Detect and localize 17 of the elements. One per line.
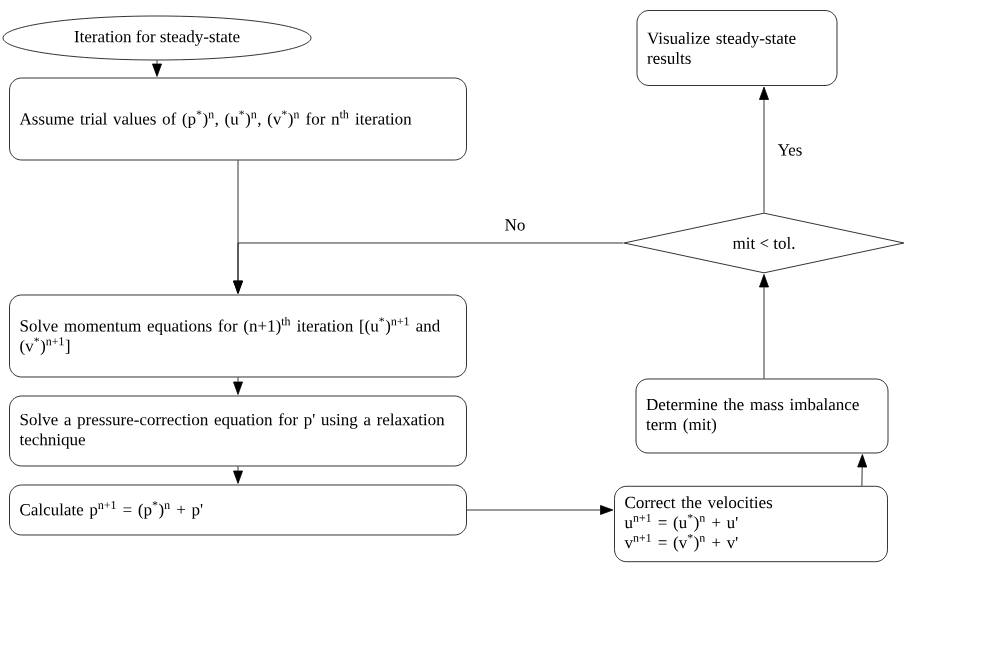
process-box: Solve a pressure-correction equation for p' using a relaxation technique <box>9 395 467 467</box>
arrow <box>233 242 624 294</box>
arrow <box>759 274 769 379</box>
process-box: Determine the mass imbalance term (mit) <box>635 378 889 454</box>
arrow <box>466 505 614 515</box>
process-box: Calculate p$^{n+1}$ = (p$^{*}$)$^{n}$ + p' <box>9 484 467 536</box>
process-box: Assume trial values of (p$^{*}$)$^{n}$, (u$^{*}$)$^{n}$, (v$^{*}$)$^{n}$ for n$^{th}$ iteration <box>9 77 467 161</box>
edge-label: Yes <box>775 142 805 158</box>
process-box: Correct the velocities u$^{n+1}$ = (u$^{*}$)$^{n}$ + u' v$^{n+1}$ = (v$^{*}$)$^{n}$ + v' <box>614 485 888 563</box>
arrow <box>857 454 868 487</box>
arrow <box>759 86 769 213</box>
process-box: Solve momentum equations for (n+1)$^{th}$ iteration [(u$^{*}$)$^{n+1}$ and (v$^{*}$)$^{n+1}$] <box>9 294 467 378</box>
edge-label: No <box>502 217 528 233</box>
arrow <box>152 60 162 77</box>
arrow <box>233 377 243 395</box>
arrow <box>233 466 243 484</box>
process-box: Visualize steady-state results <box>636 10 838 86</box>
